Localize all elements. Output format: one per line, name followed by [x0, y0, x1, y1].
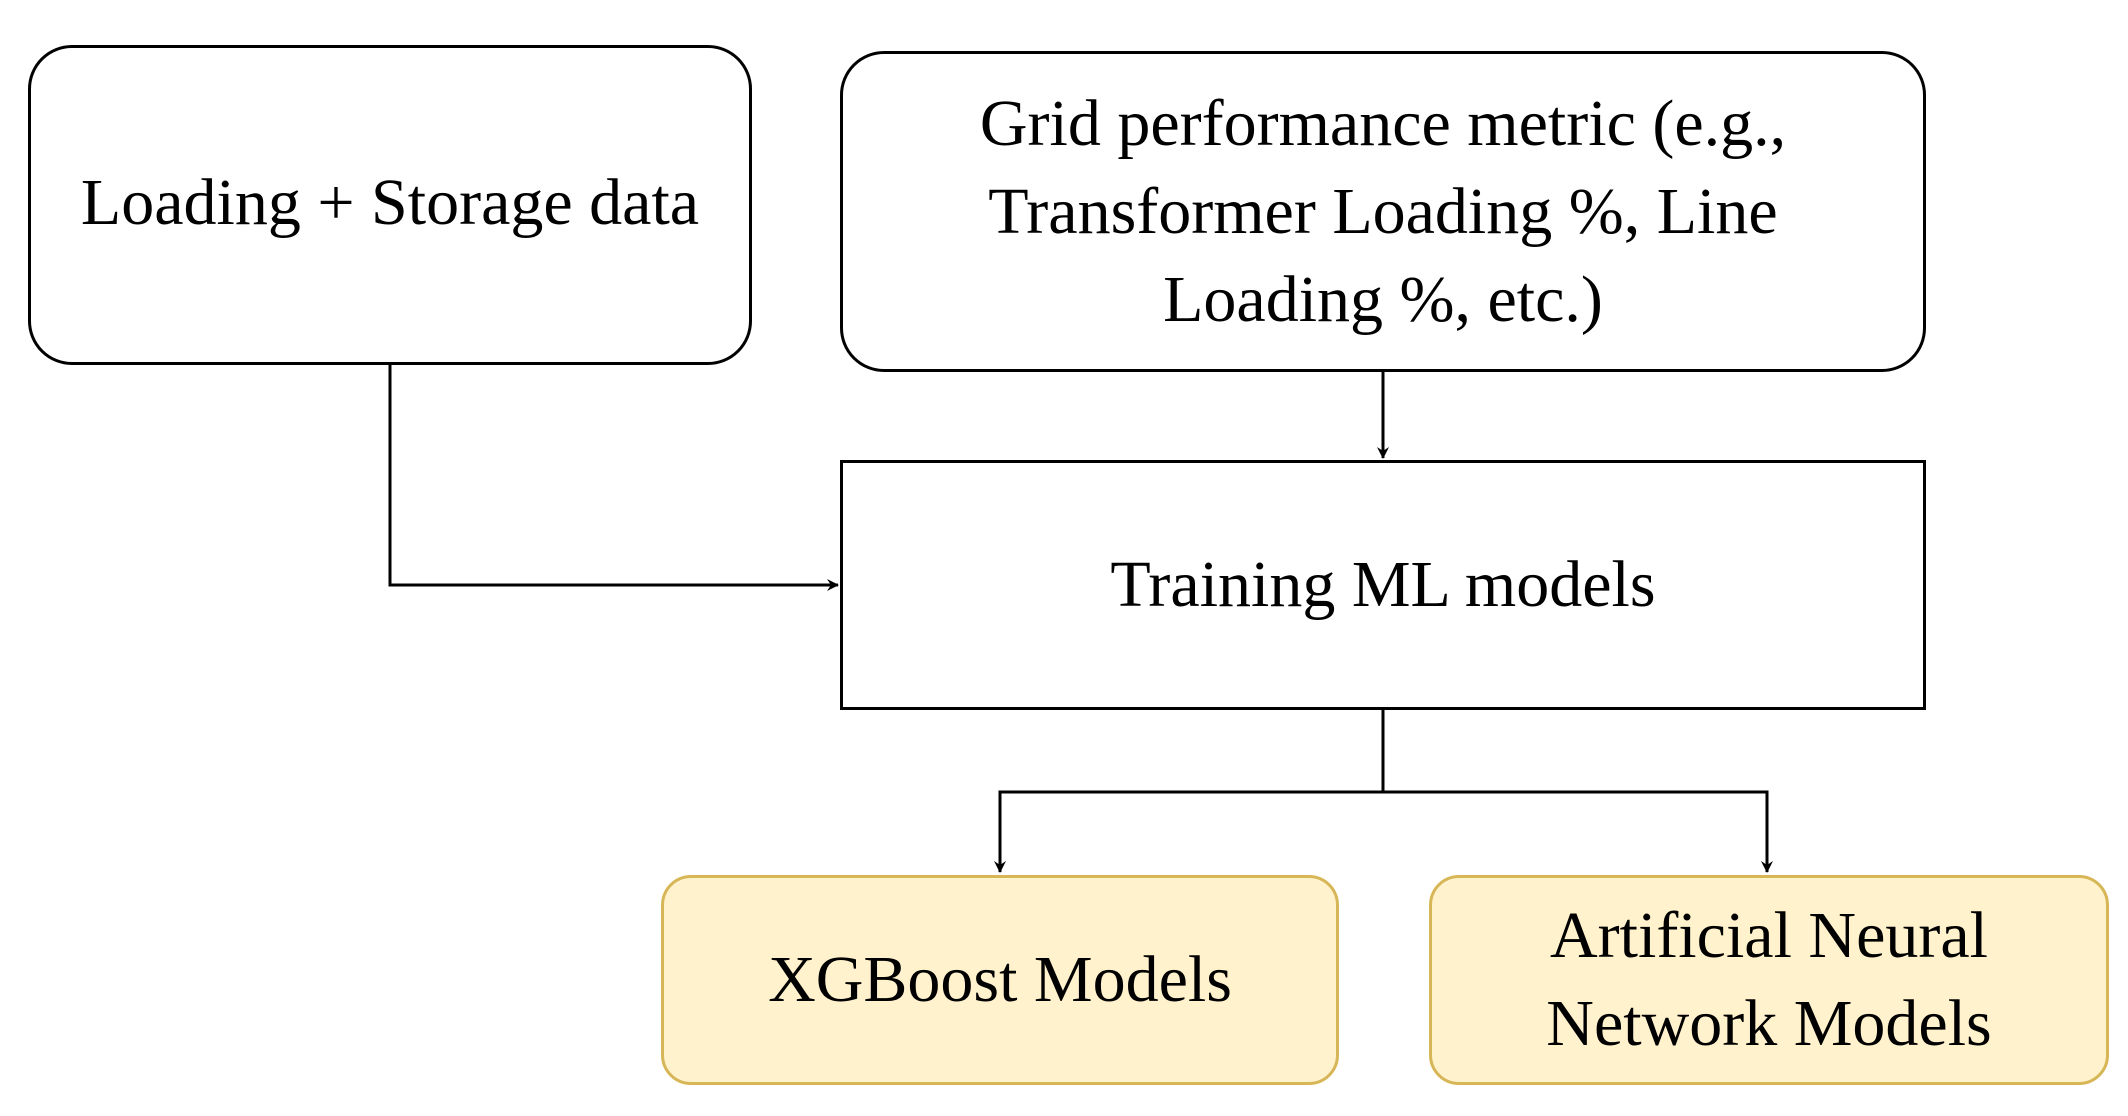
- node-loading-storage-label: Loading + Storage data: [80, 166, 700, 240]
- node-xgboost-label: XGBoost Models: [768, 943, 1232, 1017]
- node-grid-metric-line-1: Grid performance metric (e.g.,: [979, 86, 1787, 160]
- node-grid-metric-text: Grid performance metric (e.g., Transform…: [980, 80, 1786, 344]
- node-training-label: Training ML models: [1110, 548, 1656, 622]
- edge-training-to-ann: [1383, 790, 1773, 873]
- edge-training-to-xgboost: [994, 790, 1383, 873]
- node-grid-metric-line-3: Loading %, etc.): [1163, 262, 1603, 336]
- node-ann-line-1: Artificial Neural: [1550, 899, 1988, 972]
- node-ann-line-2: Network Models: [1546, 987, 1992, 1060]
- node-training-ml-models: Training ML models: [840, 460, 1926, 710]
- node-loading-storage-data: Loading + Storage data: [28, 45, 752, 365]
- node-xgboost-models: XGBoost Models: [661, 875, 1339, 1085]
- node-grid-metric-line-2: Transformer Loading %, Line: [988, 174, 1778, 248]
- node-ann-text: Artificial Neural Network Models: [1546, 892, 1991, 1068]
- edge-loading-to-training: [388, 365, 839, 591]
- node-grid-performance-metric: Grid performance metric (e.g., Transform…: [840, 51, 1926, 372]
- node-ann-models: Artificial Neural Network Models: [1429, 875, 2109, 1085]
